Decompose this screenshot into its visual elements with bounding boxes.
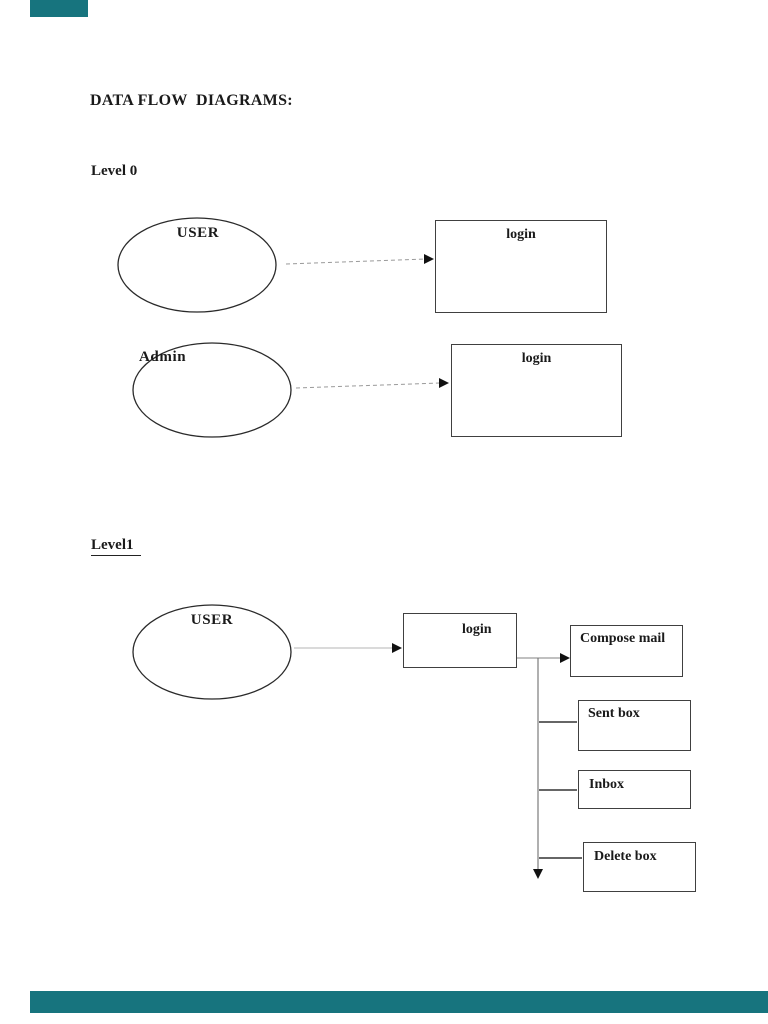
login-box-label: login [506, 227, 536, 242]
user-actor-label-level0: USER [176, 225, 220, 241]
user-ellipse-level0 [117, 217, 277, 313]
login-box-label: login [521, 351, 552, 366]
inbox-label: Inbox [589, 777, 625, 792]
compose-arrowhead [560, 653, 570, 663]
admin-login-arrowhead [439, 378, 449, 388]
level1-label: Level1 [91, 537, 141, 556]
admin-login-arrow-line [295, 382, 441, 389]
viewer-top-bar [30, 0, 88, 17]
delete-box: Delete box [583, 842, 696, 892]
sent-box-label: Sent box [588, 706, 640, 721]
page-title: DATA FLOW DIAGRAMS: [90, 92, 293, 109]
login-box-level1: login [403, 613, 517, 668]
trunk-down-arrowhead [533, 869, 543, 879]
login-box-user-level0: login [435, 220, 607, 313]
level0-label: Level 0 [91, 163, 138, 179]
login-box-admin-level0: login [451, 344, 622, 437]
user-actor-label-level1: USER [190, 612, 234, 628]
sent-box: Sent box [578, 700, 691, 751]
user-ellipse-level1 [132, 604, 292, 700]
user-login-arrowhead [424, 254, 434, 264]
compose-mail-label: Compose mail [580, 631, 666, 646]
admin-actor-label-level0: Admin [139, 349, 187, 365]
viewer-bottom-bar [30, 991, 768, 1013]
admin-ellipse-level0 [132, 342, 292, 438]
user-login-arrow-line [285, 258, 427, 265]
login-box-label: login [462, 622, 492, 637]
delete-box-label: Delete box [594, 849, 657, 864]
inbox-box: Inbox [578, 770, 691, 809]
user-login1-arrowhead [392, 643, 402, 653]
compose-mail-box: Compose mail [570, 625, 683, 677]
